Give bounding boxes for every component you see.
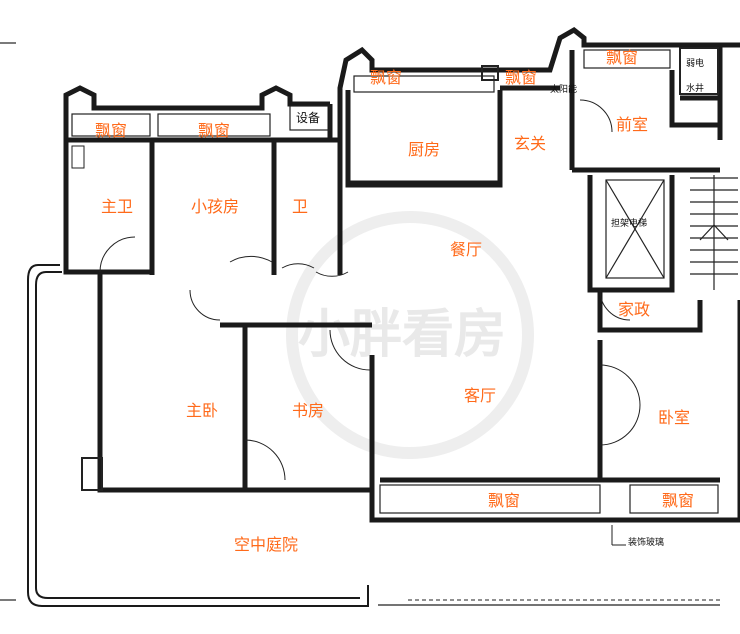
label-bedroom: 卧室 (658, 408, 690, 427)
room-labels: 飘窗 飘窗 飘窗 飘窗 飘窗 前室 厨房 玄关 主卫 小孩房 卫 餐厅 家政 主… (95, 48, 694, 554)
label-bay-window-master-bath: 飘窗 (95, 121, 127, 140)
bay-windows (71, 49, 719, 514)
label-dining: 餐厅 (450, 240, 482, 259)
label-equipment: 设备 (296, 111, 320, 125)
label-master-bath: 主卫 (101, 197, 133, 216)
exterior-walls (63, 26, 740, 523)
column (81, 457, 103, 491)
label-bay-window-kids: 飘窗 (198, 121, 230, 140)
label-living-room: 客厅 (464, 386, 496, 405)
label-bay-window-bedroom: 飘窗 (662, 491, 694, 510)
label-weak-current: 弱电 (686, 57, 704, 69)
sky-garden-outline (27, 264, 720, 607)
label-front-room: 前室 (616, 115, 648, 134)
label-bay-window-kitchen: 飘窗 (370, 68, 402, 87)
label-kids-room: 小孩房 (191, 197, 239, 216)
label-foyer: 玄关 (514, 134, 546, 153)
interior-walls (66, 50, 720, 490)
watermark-ring (286, 211, 534, 459)
label-bath: 卫 (292, 197, 308, 216)
label-master-bedroom: 主卧 (186, 401, 218, 420)
watermark-text: 小胖看房 (298, 305, 506, 365)
label-bay-window-entry: 飘窗 (505, 68, 537, 87)
label-kitchen: 厨房 (408, 140, 440, 159)
doors (99, 99, 641, 481)
label-water-heater: 太阳能 (550, 83, 577, 95)
watermark: 小胖看房 (286, 211, 534, 459)
label-bay-window-living: 飘窗 (488, 491, 520, 510)
stairs (690, 175, 738, 290)
label-study: 书房 (292, 401, 324, 420)
label-bay-window-front: 飘窗 (606, 48, 638, 67)
master-bath-fixture (71, 145, 85, 169)
label-decor-glass: 装饰玻璃 (628, 536, 664, 548)
water-heater-box (481, 65, 499, 81)
label-sky-garden: 空中庭院 (234, 535, 298, 554)
label-elevator: 担架电梯 (611, 217, 647, 229)
label-water-well: 水井 (686, 82, 704, 94)
shaft (679, 47, 719, 95)
fixture-labels: 设备 弱电 水井 太阳能 担架电梯 装饰玻璃 (296, 57, 704, 548)
label-housekeeping: 家政 (618, 300, 650, 319)
elevator (605, 179, 665, 279)
